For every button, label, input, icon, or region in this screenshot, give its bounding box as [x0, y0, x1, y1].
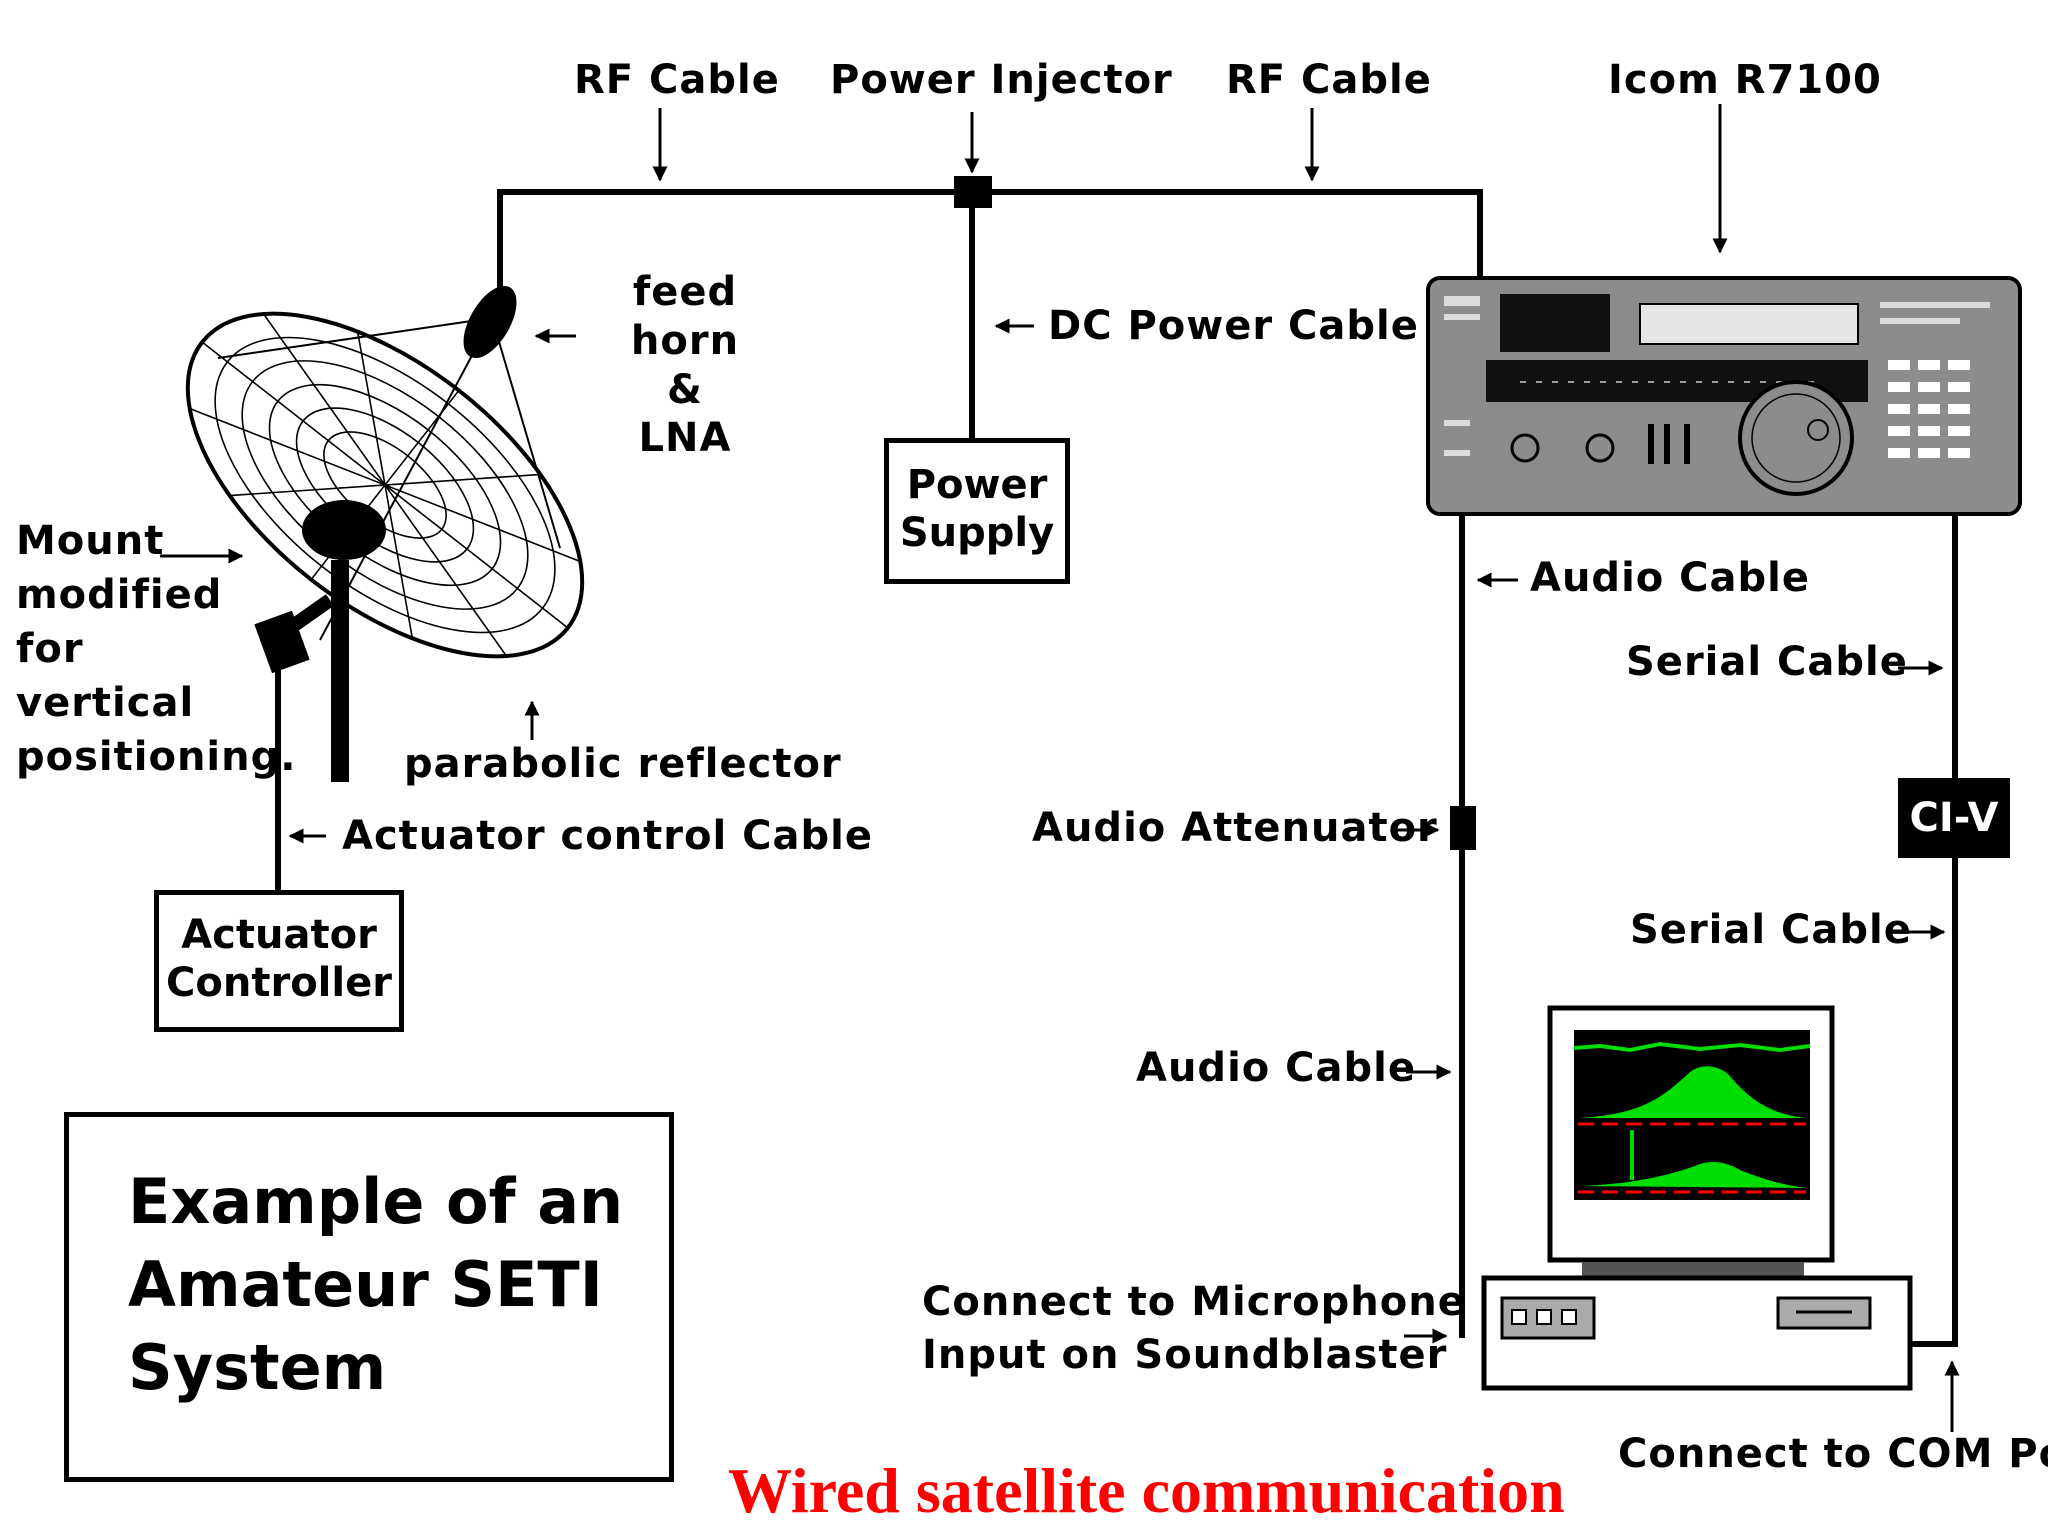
- label-dc-power-cable: DC Power Cable: [1048, 303, 1419, 349]
- feed-struts: [217, 317, 561, 641]
- actuator-controller-label: Actuator Controller: [166, 912, 392, 1006]
- serial-cable-line: [1910, 514, 1958, 1347]
- actuator-controller-box: Actuator Controller: [154, 890, 404, 1032]
- power-supply-label: Power Supply: [899, 462, 1055, 556]
- label-serial-cable-top: Serial Cable: [1626, 639, 1908, 685]
- civ-interface-box: CI-V: [1898, 778, 2010, 858]
- dish-hub: [302, 500, 386, 560]
- audio-attenuator-block: [1450, 806, 1476, 850]
- label-power-injector: Power Injector: [830, 57, 1173, 103]
- pointer-arrows: [160, 104, 1960, 1432]
- label-serial-cable-bottom: Serial Cable: [1630, 907, 1912, 953]
- monitor-stand: [1582, 1262, 1804, 1276]
- label-parabolic-reflector: parabolic reflector: [404, 741, 842, 787]
- computer-icon: [1481, 1005, 1913, 1391]
- title-box: [64, 1112, 674, 1482]
- label-rf-cable-right: RF Cable: [1226, 57, 1432, 103]
- satellite-dish-icon: [185, 285, 585, 782]
- caption-wired-satellite-communication: Wired satellite communication: [728, 1455, 1565, 1526]
- power-injector-block: [954, 176, 992, 208]
- dish-mount-arm: [285, 594, 335, 634]
- dish-actuator: [254, 610, 310, 674]
- diagram-title: Example of an Amateur SETI System: [128, 1165, 624, 1405]
- label-audio-cable-bottom: Audio Cable: [1136, 1045, 1417, 1091]
- label-audio-attenuator: Audio Attenuator: [1032, 805, 1438, 851]
- label-connect-microphone: Connect to Microphone Input on Soundblas…: [922, 1279, 1466, 1378]
- label-mount-note: Mount modified for vertical positioning.: [16, 518, 297, 780]
- label-rf-cable-left: RF Cable: [574, 57, 780, 103]
- label-connect-com-port: Connect to COM Port: [1618, 1431, 2048, 1477]
- icom-r7100-receiver: [1426, 276, 2022, 516]
- power-supply-box: Power Supply: [884, 438, 1070, 584]
- label-feed-horn-lna: feed horn & LNA: [630, 269, 740, 462]
- label-icom-r7100: Icom R7100: [1608, 57, 1882, 103]
- feed-horn-lna: [463, 285, 517, 359]
- label-audio-cable-top: Audio Cable: [1530, 555, 1811, 601]
- label-actuator-control-cable: Actuator control Cable: [342, 813, 873, 859]
